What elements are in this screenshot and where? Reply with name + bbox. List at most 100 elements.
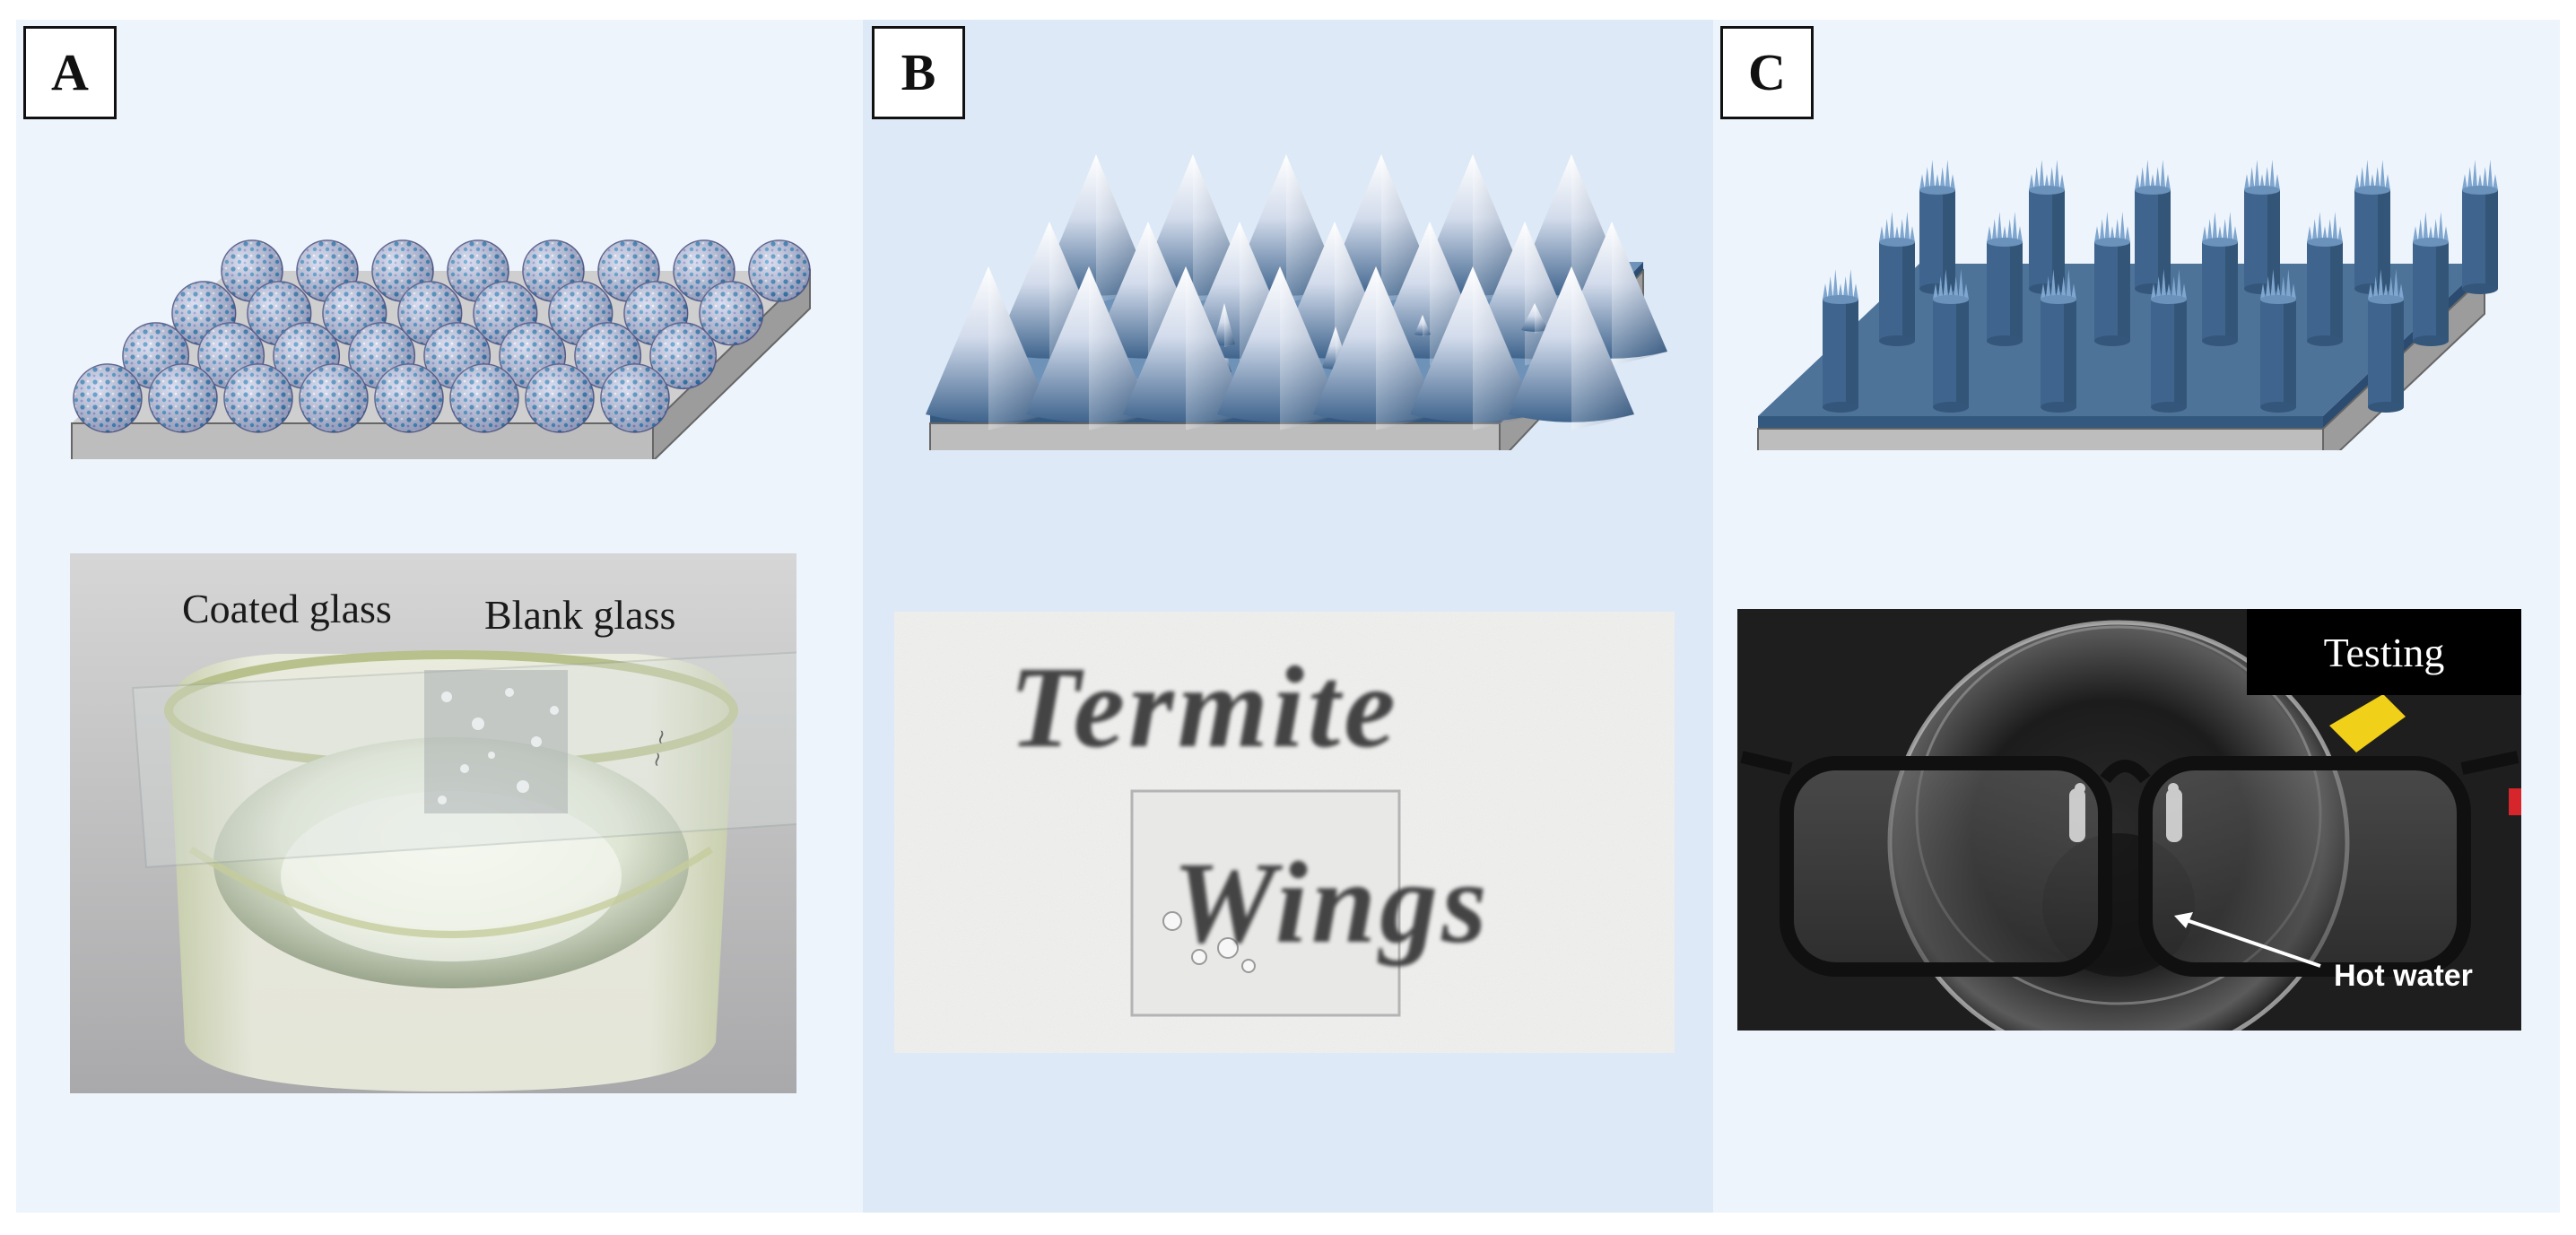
nanopillar-shade [2225,242,2238,341]
nanopillar-top [1933,295,1969,304]
nanopillar-base [2260,402,2296,413]
microsphere-shade [450,364,518,432]
coated-glass-photo: ~ ~ Coated glass Blank glass [70,553,796,1093]
pillar-array-diagram [1757,160,2498,450]
nanocone-shade [1571,266,1634,431]
nanopillar-spikes [2094,212,2130,242]
microsphere-shade [601,364,669,432]
nanopillar-shade [2158,190,2171,289]
nanopillar-spikes [1879,212,1915,242]
panel-c: C [1713,20,2560,1213]
microsphere-array [73,239,811,433]
nanopillar-shade [2010,242,2023,341]
nanopillar-base [2307,335,2343,346]
nanopillar-base [2413,335,2449,346]
substrate-front [1757,428,2324,450]
nanopillar-shade [2267,190,2280,289]
nanopillar-top [1987,238,2023,247]
hot-water-label: Hot water [2334,959,2473,993]
nanopillar-shade [2391,300,2404,407]
nanopillar-base [2029,283,2065,294]
nanopillar-shade [2052,190,2065,289]
nanopillar-base [1933,402,1969,413]
microsphere-shade [375,364,443,432]
panel-label-c: C [1720,26,1814,119]
nanocone-shade [988,266,1051,431]
nanopillar-spikes [2462,160,2498,190]
nanopillar-spikes [2041,269,2076,300]
microsphere-shade [300,364,368,432]
nanopillar-top [1919,186,1955,195]
nanocone-shade [1612,222,1667,366]
nanopillar-shade [1846,300,1858,407]
beaker-scene: ~ ~ [70,553,796,1093]
termite-wings-photo: Termite Wings [894,612,1675,1053]
microsphere-shade [224,364,292,432]
nanopillar-spikes [2413,212,2449,242]
nanopillar-base [2202,335,2238,346]
microsphere-shade [149,364,217,432]
nanopillar-spikes [1933,269,1969,300]
nanopillar-spikes [2368,269,2404,300]
nanopillar-shade [2064,300,2076,407]
nanopillar-shade [2378,190,2390,289]
panel-a: A [16,20,863,1213]
nanocone-shade [1423,315,1431,337]
nanopillar-spikes [2260,269,2296,300]
nanopillar-shade [2330,242,2343,341]
coating-front [1758,416,2323,429]
microsphere-shade [526,364,594,432]
antifog-glasses-photo: Testing Hot water [1737,609,2521,1031]
nanopillar-base [1823,402,1858,413]
nanopillar-shade [2118,242,2130,341]
nanopillar-base [2368,402,2404,413]
microsphere-shade [74,364,142,432]
nanopillar-top [2135,186,2171,195]
microsphere-shade [749,240,810,301]
nanopillar-top [1823,295,1858,304]
microsphere-shade [700,282,763,345]
nanocone-shade [1535,303,1548,334]
nanopillar-top [2244,186,2280,195]
substrate-front [71,422,654,459]
termite-text: Termite [1009,643,1399,772]
wings-text: Wings [1172,839,1491,968]
substrate-front [929,422,1501,450]
nanopillar-top [2202,238,2238,247]
coated-glass-label: Coated glass [182,586,392,631]
nanopillar-top [2151,295,2187,304]
nanocone-shade [1224,303,1235,347]
nanopillar-spikes [2135,160,2171,190]
nanopillar-shade [1943,190,1955,289]
nanopillar-base [1987,335,2023,346]
nanopillar-top [2413,238,2449,247]
nanopillar-top [2354,186,2390,195]
nanopillar-base [2041,402,2076,413]
nanopillar-spikes [2202,212,2238,242]
nanopillar-spikes [2029,160,2065,190]
nanopillar-base [2094,335,2130,346]
nanopillar-top [2260,295,2296,304]
nanopillar-base [2151,402,2187,413]
nanopillar-top [2462,186,2498,195]
nanopillar-spikes [1919,160,1955,190]
nanopillar-shade [2174,300,2187,407]
termite-wing-scene [894,612,1675,1053]
cone-array-diagram [926,154,1667,450]
nanopillar-shade [2284,300,2296,407]
nanopillar-top [2041,295,2076,304]
nanopillar-spikes [2307,212,2343,242]
nanopillar-spikes [2354,160,2390,190]
nanopillar-top [2029,186,2065,195]
panel-b: B [863,20,1713,1213]
nanopillar-top [2307,238,2343,247]
nanocone-array [926,154,1667,431]
nanopillar-spikes [2244,160,2280,190]
nanopillar-array [1823,160,2498,413]
nanopillar-spikes [2151,269,2187,300]
nanopillar-base [1879,335,1915,346]
spheres-coating-diagram [71,239,811,459]
panel-label-a: A [23,26,117,119]
nanopillar-spikes [1987,212,2023,242]
